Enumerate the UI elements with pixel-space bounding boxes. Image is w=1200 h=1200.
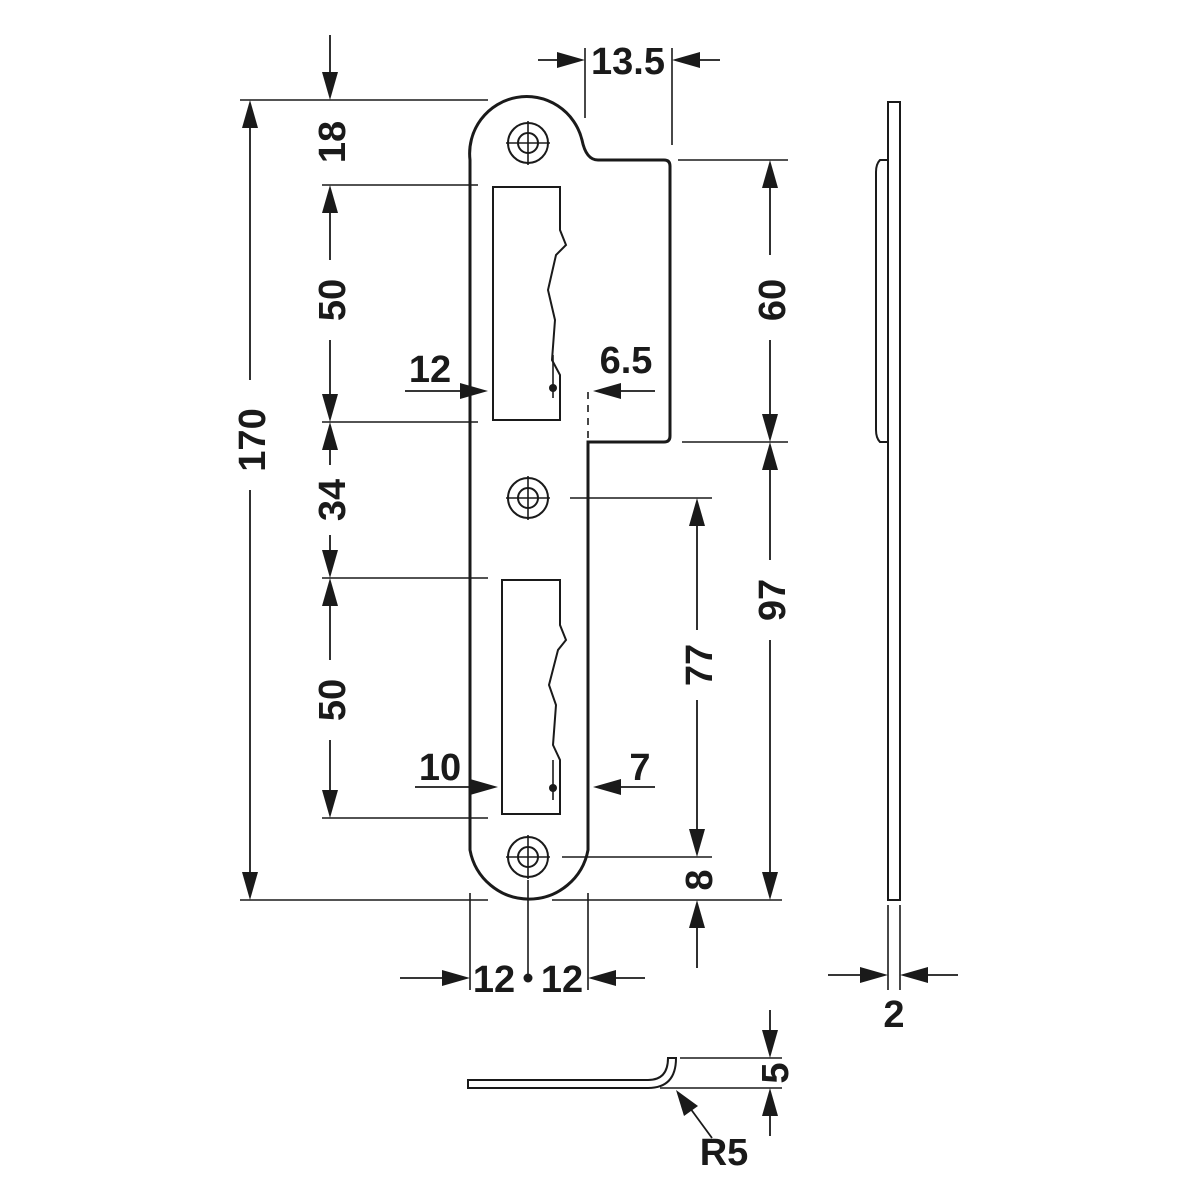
left-extension-lines — [240, 99, 488, 901]
dim-top-width: 13.5 — [538, 41, 720, 145]
label-hole-spacing: 77 — [679, 644, 721, 686]
upper-latch-slot — [492, 186, 568, 421]
dim-middle-spacing: 34 — [312, 422, 354, 578]
dim-lower-slot-height: 50 — [312, 578, 354, 818]
dim-lip-height: 60 — [752, 160, 794, 442]
label-bend-radius: R5 — [700, 1132, 749, 1174]
label-half-width-right: 12 — [541, 959, 583, 1001]
label-bend-height: 5 — [755, 1062, 797, 1083]
dim-upper-slot-right: 6.5 — [593, 340, 655, 399]
label-upper-slot-left: 12 — [409, 349, 451, 391]
dim-total-height: 170 — [232, 100, 274, 900]
label-upper-slot-right: 6.5 — [600, 340, 653, 382]
dim-bottom-offset: 8 — [679, 869, 721, 968]
label-lip-height: 60 — [752, 279, 794, 321]
label-top-width: 13.5 — [591, 41, 665, 83]
label-lower-slot-height: 50 — [312, 679, 354, 721]
label-middle-spacing: 34 — [312, 479, 354, 521]
strike-plate-front-view — [468, 95, 672, 901]
label-total-height: 170 — [232, 408, 274, 471]
label-lower-slot-right: 7 — [629, 747, 650, 789]
dim-half-widths: 12 12 — [400, 880, 645, 1001]
label-thickness: 2 — [883, 994, 904, 1036]
right-extension-lines — [552, 159, 788, 901]
plate-outline — [468, 95, 672, 901]
dim-hole-spacing: 77 — [679, 498, 721, 857]
label-bottom-offset: 8 — [679, 869, 721, 890]
screw-hole-top — [506, 121, 550, 165]
screw-hole-bottom — [506, 835, 550, 879]
dim-top-offset: 18 — [312, 35, 354, 163]
label-half-width-left: 12 — [473, 959, 515, 1001]
strike-plate-bottom-view: 5 R5 — [467, 1010, 797, 1174]
dim-upper-slot-left: 12 — [405, 349, 488, 399]
label-lower-slot-left: 10 — [419, 747, 461, 789]
dim-upper-slot-height: 50 — [312, 185, 354, 422]
label-top-offset: 18 — [312, 121, 354, 163]
strike-plate-side-view: 2 — [828, 101, 958, 1036]
screw-hole-middle — [506, 476, 550, 520]
label-upper-slot-height: 50 — [312, 279, 354, 321]
dim-lower-section: 97 — [752, 442, 794, 900]
lower-bolt-slot — [501, 579, 568, 815]
dim-lower-slot-left: 10 — [415, 747, 498, 795]
dim-lower-slot-right: 7 — [593, 747, 655, 795]
label-lower-section: 97 — [752, 579, 794, 621]
